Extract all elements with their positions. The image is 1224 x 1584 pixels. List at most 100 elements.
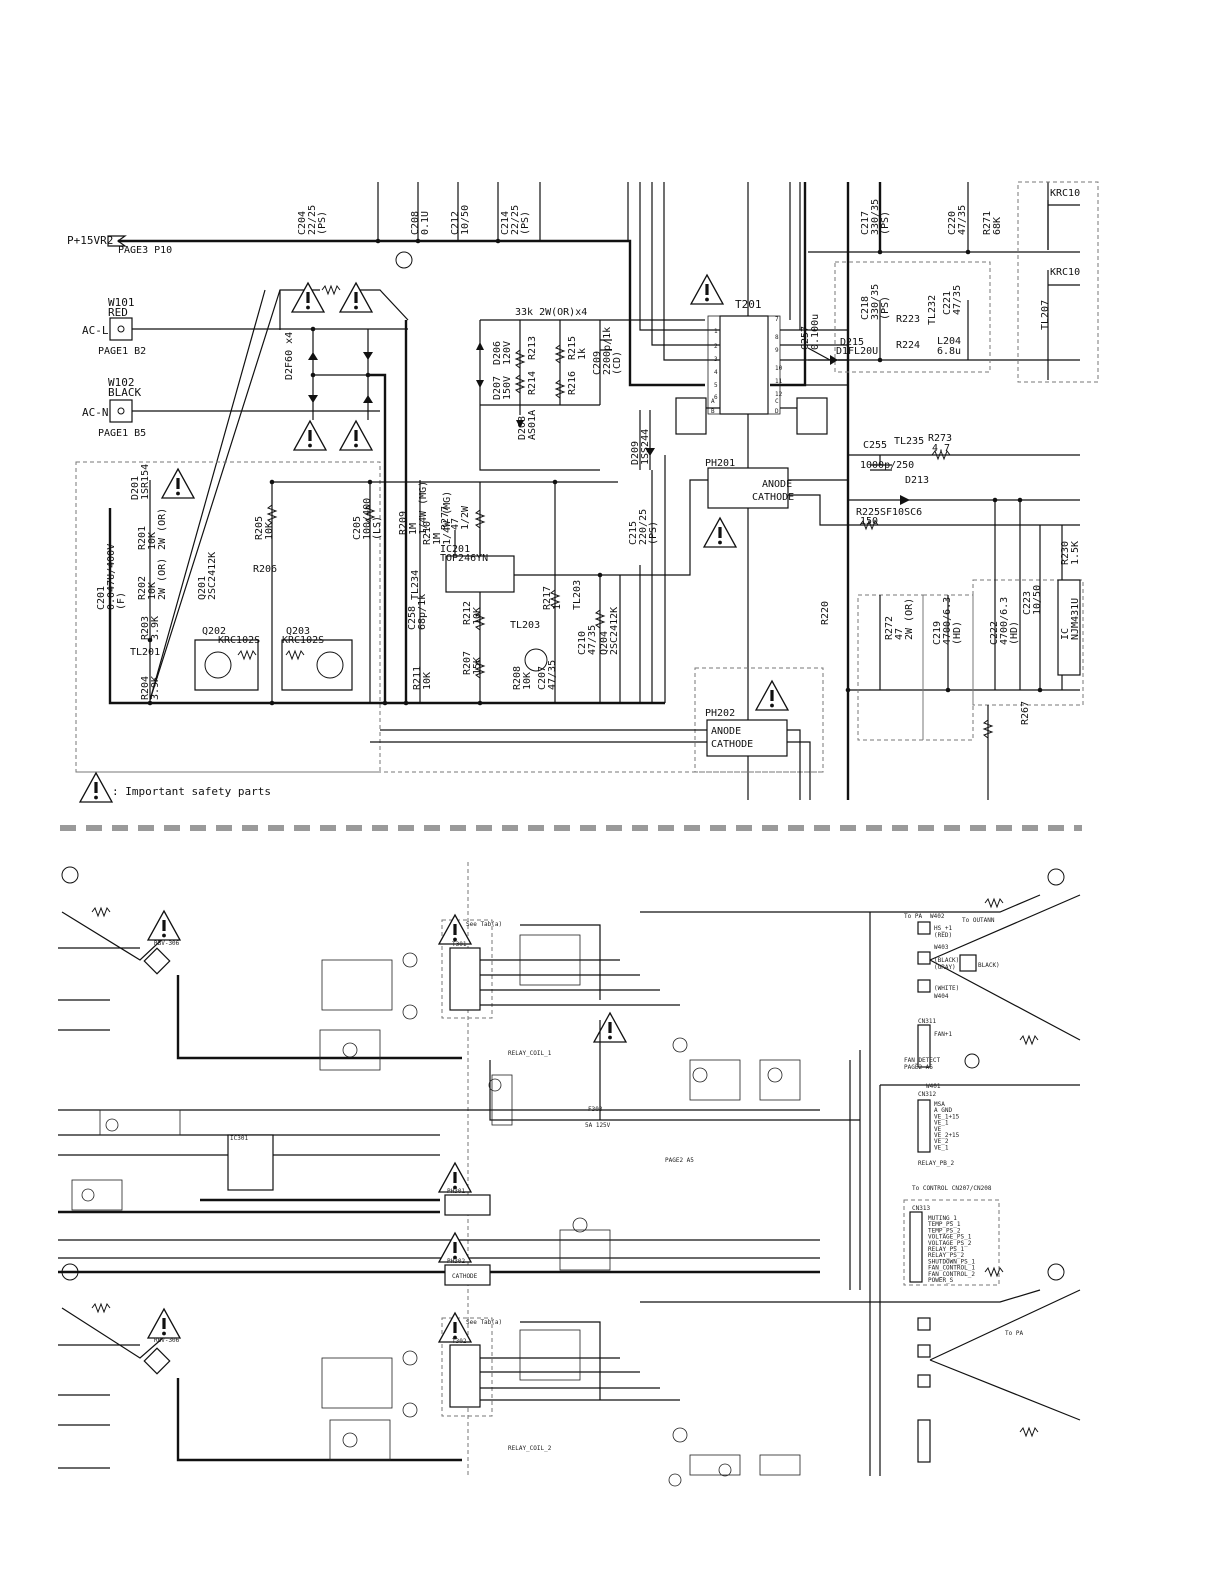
transistor-symbol [692,1067,708,1083]
component-cluster [519,1329,581,1381]
part-note-label: 1/4W (MG) [442,491,453,545]
w402-label: W402 [930,913,945,920]
part-value-label: 47/35 [587,625,598,655]
part-ref-label: C208 [410,211,421,235]
part-ref-label: D209 [630,441,641,465]
safety-warning-icon [147,1308,181,1339]
part-note-label: (PS) [880,296,891,320]
part-ref-label: C221 [942,291,953,315]
d215-value: D1FL20U [836,346,878,357]
component-cluster [519,934,581,986]
w102-id: W102 [108,376,135,389]
safety-warning-icon [293,420,327,451]
q202-value: KRC102S [218,635,260,646]
cn313-pin-label: SHUTDOWN_PS_1 [928,1258,975,1265]
part-value-label: 2SC2412K [609,607,620,655]
ph202-cathode: CATHODE [711,739,753,750]
bridge-rectifier-2 [143,1347,171,1375]
part-note-label: 1/4W (MG) [418,481,429,535]
top-schematic [75,181,1099,800]
w404-label: W404 [934,993,949,1000]
part-value-label: 1M [408,523,419,535]
component-cluster [491,1074,513,1126]
transistor-symbol [672,1427,688,1443]
component-cluster [559,1229,611,1271]
cn313-pin-label: FAN_CONTROL_2 [928,1271,975,1278]
bottom-small-parts [71,934,801,1487]
transformer-t302 [449,1344,481,1408]
part-ref-label: C220 [947,211,958,235]
cn313-area [903,1199,1000,1286]
ph202-anode: ANODE [711,726,741,737]
cn313-pin-label: VOLTAGE_PS_2 [928,1240,972,1247]
r224-ref: R224 [896,340,920,351]
t301-ref: T301 [452,941,467,948]
t201-pin-label: 2 [714,343,718,350]
part-ref-label: R208 [512,666,523,690]
to-pa-label-2: To PA [1005,1330,1023,1337]
njm431-ic [1057,579,1081,676]
component-cluster [319,1029,381,1071]
part-ref-label: C215 [628,521,639,545]
w102-signal: AC-N [82,406,109,419]
black-label: (BLACK) [934,957,959,964]
l204-ref: L204 [937,336,961,347]
t201-pin-label: 10 [775,365,783,372]
part-value-label: 1k [577,348,588,360]
d213-value: SF10SC6 [880,507,922,518]
part-value-label: 15K [472,657,483,675]
part-ref-label: R203 [140,616,151,640]
part-value-label: 4700/6.3 [942,597,953,645]
w101-signal: AC-L [82,324,109,337]
part-ref-label: C207 [537,666,548,690]
ph302 [444,1264,491,1286]
cn313-label: CN313 [912,1205,930,1212]
cn313-pin-label: RELAY_PS_2 [928,1252,965,1259]
part-ref-label: C209 [592,351,603,375]
component-cluster [689,1059,741,1101]
component-cluster [71,1179,123,1211]
part-ref-label: R205 [254,516,265,540]
gray-label: (GRAY) [934,964,956,971]
part-ref-label: R201 [137,526,148,550]
cn312-label: CN312 [918,1091,936,1098]
cn312 [917,1099,931,1153]
bridge-rectifier-1 [143,947,171,975]
part-value-label: 10K [147,532,158,550]
r273-ref: R273 [928,433,952,444]
part-value-label: 47/35 [547,660,558,690]
part-value-label: 0.047U/400V [106,544,117,610]
safety-warning-icon [755,680,789,711]
r225-ref: R225 [856,507,880,518]
part-value-label: 47 [894,628,905,640]
fan-label: FAN+1 [934,1031,952,1038]
ph202 [706,719,788,757]
part-note-label: 1/2W [460,505,471,530]
safety-warning-icon [291,282,325,313]
w101-connector [109,317,133,341]
part-value-label: 0.1U [420,211,431,235]
d213-ref: D213 [905,475,929,486]
part-value-label: 3.9K [150,676,161,700]
component-cluster [759,1059,801,1101]
t201-pin-label: 3 [714,356,718,363]
cn313-pin-labels: MUTING_1TEMP_PS_1TEMP_PS_2VOLTAGE_PS_1VO… [928,1215,975,1284]
t201-pin-label: 5 [714,382,718,389]
t301-area [441,919,493,1019]
part-value-label: NJM431U [1070,598,1081,640]
part-value-label: 47/35 [957,205,968,235]
part-ref-label: C257 [800,326,811,350]
part-ref-label: C205 [352,516,363,540]
part-value-label: 1SR154 [140,464,151,500]
part-ref-label: C218 [860,296,871,320]
input-ref-label: PAGE3 P10 [118,245,172,256]
transistor-symbol [342,1042,358,1058]
part-ref-label: R210 [422,521,433,545]
legend-text: : Important safety parts [112,785,271,798]
safety-warning-icon [438,914,472,945]
white-label: (WHITE) [934,985,959,992]
part-ref-label: C201 [96,586,107,610]
part-ref-label: R202 [137,576,148,600]
part-ref-label: Q201 [197,576,208,600]
